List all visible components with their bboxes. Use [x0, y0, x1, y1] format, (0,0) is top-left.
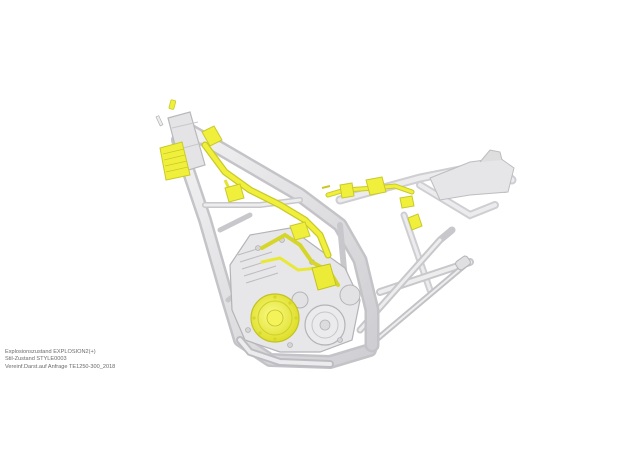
kickstand: [367, 255, 471, 348]
caption-explosion-state: Explosionszustand EXPLOSION2(+): [5, 349, 96, 355]
lower-rail: [236, 336, 334, 368]
rear-fender: [429, 149, 515, 201]
caption-simplified-note: Vereinf.Darst.auf Anfrage TE1250-300_201…: [5, 363, 116, 370]
ignition-coil: [201, 125, 223, 147]
top-screw-part: [155, 115, 164, 127]
radiator-guard: [159, 141, 191, 181]
ecu-unit: [365, 176, 387, 196]
voltage-regulator: [224, 183, 245, 203]
caption-style-state: Stil-Zustand STYLE0003: [5, 356, 67, 363]
fuse-box: [339, 182, 355, 199]
starter-relay: [289, 221, 311, 241]
top-clip-part: [168, 99, 177, 110]
tail-light-plug: [407, 213, 423, 231]
rear-connector: [399, 195, 415, 209]
diagram-caption: Explosionszustand EXPLOSION2(+) Stil-Zus…: [5, 349, 115, 371]
sensor-block: [311, 263, 337, 291]
highlighted-components: [155, 99, 423, 343]
